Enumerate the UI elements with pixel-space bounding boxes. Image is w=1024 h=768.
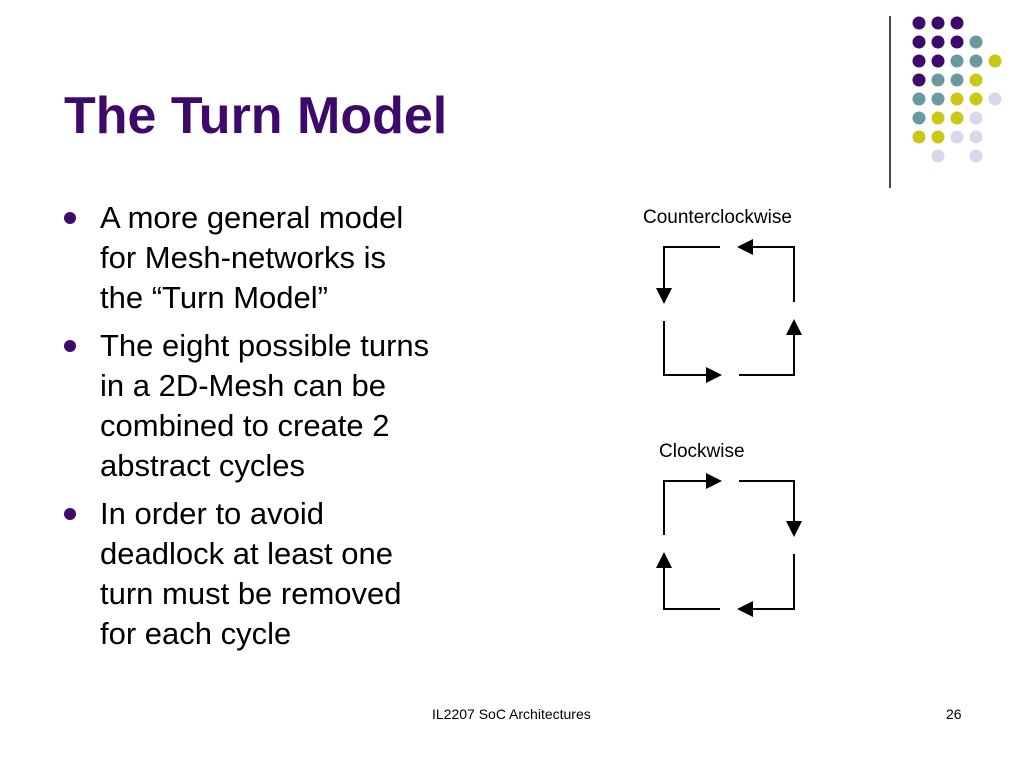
bullet-item: In order to avoid deadlock at least one … [62,494,502,654]
bullet-text: A more general model for Mesh-networks i… [100,200,404,315]
decorative-dot [931,54,945,68]
decorative-dot [931,92,945,106]
decorative-dot [950,92,964,106]
bullet-icon [64,340,76,352]
decorative-dot [969,130,983,144]
decorative-dot [969,111,983,125]
ccw-turn-top-right [737,239,795,302]
bullet-icon [64,508,76,520]
cw-turn-top-left [663,473,722,535]
decorative-dot [912,73,926,87]
decorative-dot [912,111,926,125]
decorative-dot-grid [912,16,1002,163]
bullet-text: In order to avoid deadlock at least one … [100,496,402,651]
decorative-dot [912,16,926,30]
decorative-dot [988,92,1002,106]
decorative-dot [912,130,926,144]
decorative-dot [950,54,964,68]
ccw-turn-bottom-right [739,319,802,376]
decorative-dot [950,35,964,49]
decorative-dot [969,92,983,106]
cw-turn-top-right [739,480,802,537]
decorative-dot [969,35,983,49]
slide-title: The Turn Model [64,87,448,145]
counterclockwise-label: Counterclockwise [643,207,792,228]
decorative-dot [969,73,983,87]
bullet-text: The eight possible turns in a 2D-Mesh ca… [100,328,430,483]
bullet-icon [64,212,76,224]
decorative-dot [950,16,964,30]
decorative-dot [969,54,983,68]
decorative-dot [931,149,945,163]
decorative-dot [931,16,945,30]
cw-turn-bottom-left [656,552,720,610]
ccw-turn-bottom-left [663,321,722,383]
decorative-dot [912,35,926,49]
footer-course-name: IL2207 SoC Architectures [432,706,591,722]
decorative-dot [950,73,964,87]
title-divider-line [889,16,891,188]
bullet-item: The eight possible turns in a 2D-Mesh ca… [62,326,502,486]
clockwise-label: Clockwise [659,441,745,462]
bullet-list: A more general model for Mesh-networks i… [62,198,502,662]
ccw-turn-top-left [656,246,720,304]
decorative-dot [969,149,983,163]
footer-page-number: 26 [946,706,962,722]
cw-turn-bottom-right [737,554,795,617]
decorative-dot [912,54,926,68]
decorative-dot [931,130,945,144]
decorative-dot [931,73,945,87]
bullet-item: A more general model for Mesh-networks i… [62,198,502,318]
decorative-dot [912,92,926,106]
decorative-dot [950,111,964,125]
decorative-dot [950,130,964,144]
decorative-dot [931,35,945,49]
decorative-dot [988,54,1002,68]
decorative-dot [931,111,945,125]
